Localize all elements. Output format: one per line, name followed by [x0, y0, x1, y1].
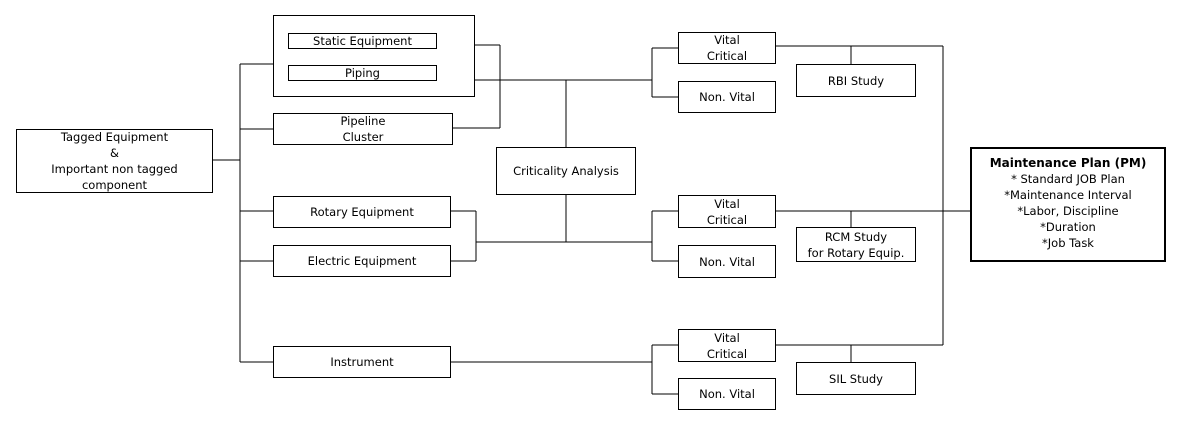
critical-line: Critical [706, 212, 748, 227]
static-equipment-node: Static Equipment [288, 33, 437, 49]
sil-study-node: SIL Study [796, 362, 916, 395]
piping-node: Piping [288, 65, 437, 81]
criticality-label: Criticality Analysis [513, 164, 619, 178]
tagged-line-2: & [110, 146, 119, 160]
plan-item: *Job Task [1042, 236, 1094, 250]
vital-critical-node-middle: Vital Critical [678, 195, 776, 228]
non-vital-label: Non. Vital [699, 254, 755, 269]
non-vital-node-middle: Non. Vital [678, 245, 776, 278]
plan-item: *Labor, Discipline [1017, 204, 1119, 218]
rotary-equipment-node: Rotary Equipment [273, 196, 451, 228]
rcm-line-1: RCM Study [824, 229, 888, 244]
instrument-node: Instrument [273, 346, 451, 378]
tagged-line-1: Tagged Equipment [60, 130, 169, 144]
pipeline-line-2: Cluster [342, 130, 384, 144]
pipeline-cluster-node: Pipeline Cluster [273, 113, 453, 145]
rcm-line-2: for Rotary Equip. [807, 245, 905, 260]
maintenance-plan-title: Maintenance Plan (PM) [989, 156, 1147, 170]
tagged-equipment-node: Tagged Equipment & Important non tagged … [16, 129, 213, 193]
piping-label: Piping [345, 66, 380, 80]
static-group-box [273, 15, 475, 97]
sil-label: SIL Study [829, 371, 883, 386]
tagged-line-3: Important non tagged component [51, 162, 178, 192]
vital-line: Vital [714, 33, 740, 47]
plan-item: *Maintenance Interval [1004, 188, 1132, 202]
instrument-label: Instrument [330, 355, 394, 369]
vital-line: Vital [714, 196, 740, 211]
critical-line: Critical [706, 346, 748, 361]
critical-line: Critical [706, 49, 748, 63]
plan-item: *Duration [1040, 220, 1096, 234]
electric-equipment-node: Electric Equipment [273, 245, 451, 277]
rbi-study-node: RBI Study [796, 64, 916, 97]
maintenance-plan-node: Maintenance Plan (PM) * Standard JOB Pla… [970, 147, 1166, 262]
pipeline-line-1: Pipeline [340, 114, 386, 128]
non-vital-label: Non. Vital [699, 90, 755, 104]
vital-critical-node-top: Vital Critical [678, 32, 776, 64]
rcm-study-node: RCM Study for Rotary Equip. [796, 227, 916, 262]
non-vital-label: Non. Vital [699, 387, 755, 401]
non-vital-node-top: Non. Vital [678, 81, 776, 113]
non-vital-node-bottom: Non. Vital [678, 378, 776, 410]
rotary-label: Rotary Equipment [310, 205, 414, 219]
rbi-label: RBI Study [827, 73, 885, 88]
vital-line: Vital [714, 330, 740, 345]
static-equipment-label: Static Equipment [313, 34, 412, 48]
electric-label: Electric Equipment [307, 254, 417, 268]
plan-item: * Standard JOB Plan [1011, 172, 1125, 186]
vital-critical-node-bottom: Vital Critical [678, 329, 776, 362]
criticality-analysis-node: Criticality Analysis [496, 147, 636, 195]
